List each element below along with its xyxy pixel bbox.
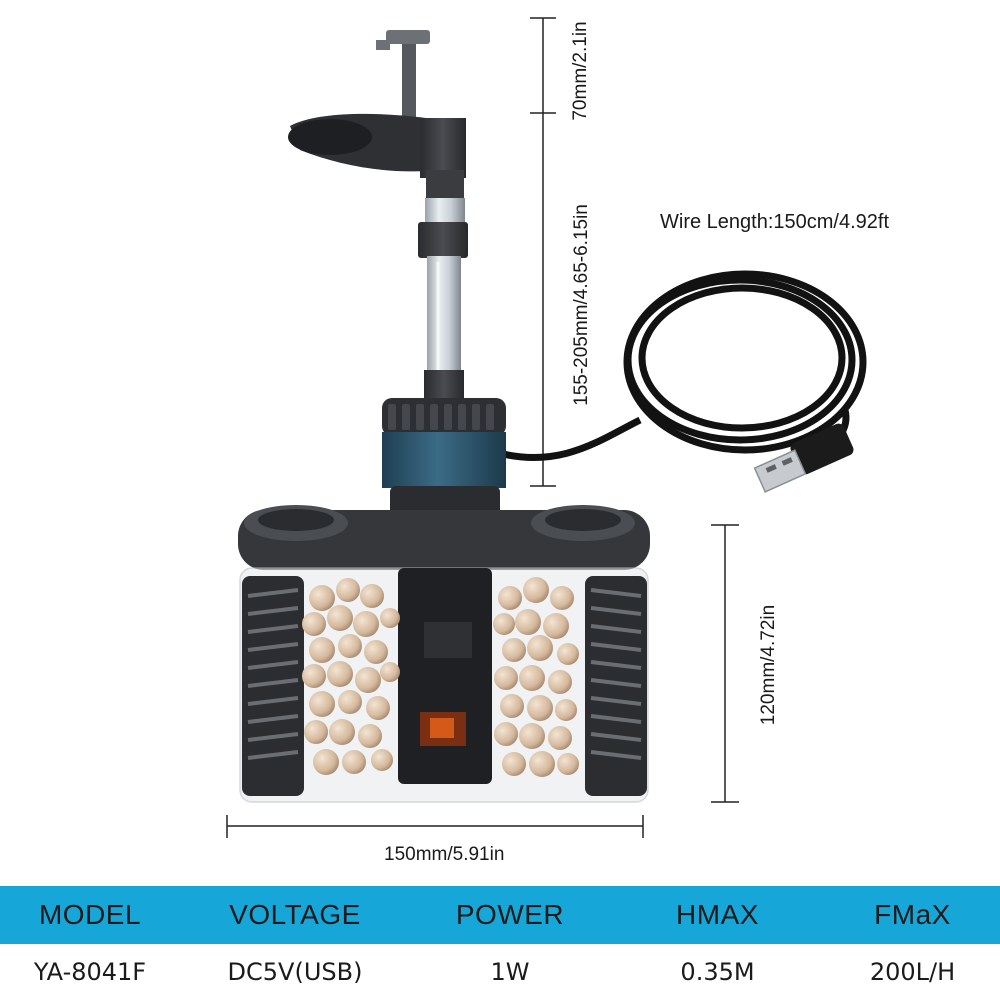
dim-top-height: 70mm/2.1in — [570, 21, 591, 121]
filter-housing — [238, 505, 650, 803]
spec-header-model: MODEL — [38, 899, 142, 930]
ceramic-media — [302, 577, 579, 777]
spec-value-power: 1W — [490, 958, 530, 986]
spec-value-row: YA-8041F DC5V(USB) 1W 0.35M 200L/H — [0, 944, 1000, 1000]
spec-value-model: YA-8041F — [33, 958, 147, 986]
filter-drawing — [226, 17, 867, 838]
dimension-lines — [226, 17, 739, 838]
spec-header-fmax: FMaX — [874, 899, 951, 930]
dim-width: 150mm/5.91in — [384, 844, 505, 865]
spec-header-hmax: HMAX — [676, 899, 759, 930]
spec-table: MODEL VOLTAGE POWER HMAX FMaX YA-8041F D… — [0, 886, 1000, 1000]
dim-body-height: 120mm/4.72in — [758, 604, 779, 726]
spec-header-voltage: VOLTAGE — [229, 899, 361, 930]
pump-motor — [382, 398, 506, 522]
spec-header-power: POWER — [455, 899, 565, 930]
telescopic-tube — [418, 198, 468, 404]
usb-plug-icon — [753, 423, 854, 493]
spec-value-fmax: 200L/H — [869, 958, 956, 986]
product-illustration: 70mm/2.1in 155-205mm/4.65-6.15in 120mm/4… — [226, 17, 890, 865]
wire-length-label: Wire Length:150cm/4.92ft — [660, 211, 890, 233]
spec-header-row: MODEL VOLTAGE POWER HMAX FMaX — [0, 886, 1000, 944]
spec-value-voltage: DC5V(USB) — [227, 958, 363, 986]
spec-value-hmax: 0.35M — [680, 958, 755, 986]
usb-cable — [494, 270, 867, 462]
dim-tube-height: 155-205mm/4.65-6.15in — [571, 204, 592, 406]
spray-outlet — [288, 30, 466, 200]
